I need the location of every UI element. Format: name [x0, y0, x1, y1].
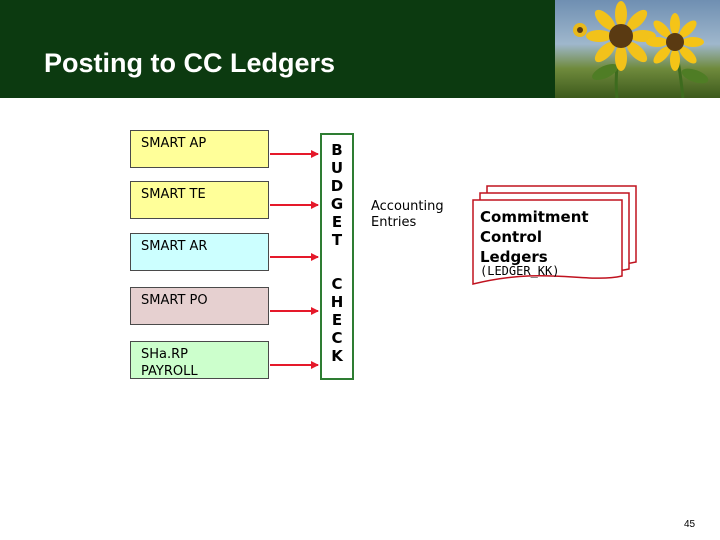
ledger-line3: Ledgers [480, 248, 548, 266]
accounting-entries-line2: Entries [371, 215, 417, 230]
smart-ar-box: SMART AR [130, 233, 269, 271]
sunflower-photo [555, 0, 720, 98]
accounting-entries-label: Accounting Entries [371, 199, 444, 231]
ledger-code-label: (LEDGER_KK) [480, 264, 560, 278]
check-letter-3: C [331, 329, 343, 347]
slide-title: Posting to CC Ledgers [44, 48, 336, 78]
budget-letter-0: B [331, 141, 343, 159]
check-letter-2: E [331, 311, 343, 329]
smart-ap-label: SMART AP [141, 136, 207, 151]
smart-ar-label: SMART AR [141, 239, 208, 254]
ledger-title: Commitment Control Ledgers [480, 207, 589, 267]
sharp-payroll-box: SHa.RP PAYROLL [130, 341, 269, 379]
sharp-payroll-label-line2: PAYROLL [141, 364, 198, 379]
smart-ap-box: SMART AP [130, 130, 269, 168]
source-arrows [270, 150, 319, 369]
budget-letter-5: T [331, 231, 343, 249]
ledger-line1: Commitment [480, 208, 589, 226]
accounting-entries-line1: Accounting [371, 199, 444, 214]
title-banner: Posting to CC Ledgers [0, 0, 720, 98]
budget-letter-4: E [331, 213, 343, 231]
check-letter-1: H [330, 293, 344, 311]
check-letter-0: C [331, 275, 343, 293]
smart-te-box: SMART TE [130, 181, 269, 219]
budget-letter-1: U [330, 159, 344, 177]
ledger-document-stack [472, 185, 637, 285]
smart-te-label: SMART TE [141, 187, 206, 202]
smart-po-label: SMART PO [141, 293, 208, 308]
budget-letter-3: G [330, 195, 344, 213]
page-number: 45 [684, 519, 696, 530]
budget-letter-2: D [330, 177, 344, 195]
smart-po-box: SMART PO [130, 287, 269, 325]
sharp-payroll-label-line1: SHa.RP [141, 347, 188, 362]
check-letter-4: K [331, 347, 343, 365]
ledger-line2: Control [480, 228, 543, 246]
